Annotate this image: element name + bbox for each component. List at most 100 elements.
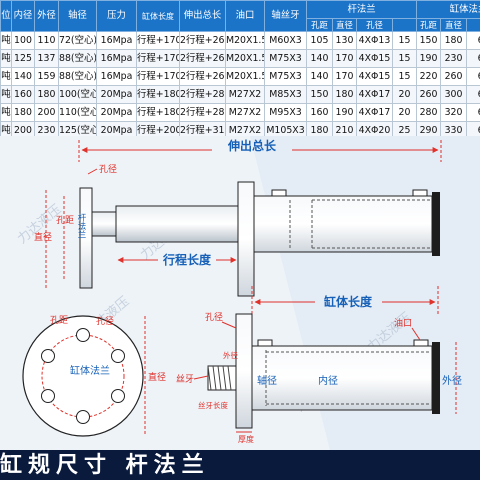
header-thread: 轴丝牙	[264, 0, 307, 32]
cell-rf-hole: 150	[306, 85, 333, 104]
cell-cf-bore: 6XΦ19	[466, 103, 480, 122]
cell-rf-hole: 180	[306, 121, 333, 140]
cell-inner: 160	[11, 85, 35, 104]
header-cf-dia: 直径	[440, 18, 468, 32]
cell-thread: M85X3	[264, 85, 307, 104]
outer-label-right: 外径	[442, 374, 462, 387]
rod-flange-label: 杆法兰	[76, 212, 86, 238]
cell-rf-hole: 105	[306, 31, 333, 50]
cell-rf-bore: 4XΦ15	[356, 67, 393, 86]
cell-cf-bore: 6XΦ17	[466, 49, 480, 68]
bolt-hole-4	[76, 410, 90, 424]
cell-cf-dia: 260	[440, 67, 468, 86]
section-hole-dia-leader	[221, 321, 237, 329]
header-ext-len: 伸出总长	[179, 0, 226, 32]
cell-thread: M60X3	[264, 31, 307, 50]
cell-outer: 200	[34, 103, 59, 122]
thread-len-label: 丝牙长度	[198, 400, 228, 410]
thread-hatching	[207, 365, 232, 391]
port-boss-2	[412, 189, 428, 197]
top-hole-dia-leader	[87, 168, 98, 175]
header-rod: 轴径	[58, 0, 97, 32]
cell-pressure: 16Mpa	[96, 49, 137, 68]
thread-stub	[207, 365, 237, 391]
cell-inner: 100	[11, 31, 35, 50]
cell-cf-dia: 320	[440, 103, 468, 122]
cyl-flange-label-line1: 缸体法兰	[70, 364, 110, 377]
extended-cylinder-view: 伸出总长 孔径 直径	[34, 138, 442, 297]
cell-rod: 125(空心)	[58, 121, 97, 140]
cell-port: M27X2	[225, 85, 265, 104]
header-port: 油口	[225, 0, 265, 32]
cell-ext-len: 2行程+285	[179, 85, 226, 104]
cell-ext-len: 2行程+265	[179, 31, 226, 50]
cell-ext-len: 2行程+265	[179, 49, 226, 68]
cell-thread: M75X3	[264, 67, 307, 86]
cell-cf-hole: 260	[416, 85, 442, 104]
cell-rf-hole: 160	[306, 103, 333, 122]
top-hole-dist-label: 孔距	[56, 215, 74, 226]
header-rf-hole: 孔距	[306, 18, 333, 32]
spec-table-panel: 位 内径 外径 轴径 压力 缸体长度 伸出总长 油口 轴丝牙 杆法兰 缸体法兰 …	[0, 0, 480, 140]
cell-cf-hole: 280	[416, 103, 442, 122]
cell-rf-thick: 20	[391, 103, 418, 122]
cell-rf-bore: 4XΦ17	[356, 85, 393, 104]
cell-rod: 100(空心)	[58, 85, 97, 104]
header-pressure: 压力	[96, 0, 137, 32]
section-port-boss-1	[257, 339, 273, 347]
cell-c0: 吨	[0, 49, 12, 68]
cell-cf-hole: 290	[416, 121, 442, 140]
cell-rf-dia: 210	[332, 121, 357, 140]
cell-inner: 140	[11, 67, 35, 86]
cell-inner: 180	[11, 103, 35, 122]
cyl-len-label: 缸体长度	[324, 294, 373, 309]
cell-cf-dia: 230	[440, 49, 468, 68]
cell-pressure: 20Mpa	[96, 103, 137, 122]
cell-rf-dia: 190	[332, 103, 357, 122]
cell-cyl-len: 行程+170	[136, 31, 180, 50]
section-hole-dia-label: 孔径	[205, 311, 223, 323]
cell-port: M27X2	[225, 103, 265, 122]
cell-ext-len: 2行程+310	[179, 121, 226, 140]
footer-banner: 缸规尺寸 杆法兰	[0, 450, 480, 480]
cell-thread: M75X3	[264, 49, 307, 68]
cell-cf-bore: 6XΦ17	[466, 67, 480, 86]
cell-port: M27X2	[225, 121, 265, 140]
cylinder-body-section	[251, 345, 433, 411]
cell-rf-dia: 130	[332, 31, 357, 50]
cylinder-body-top	[253, 195, 433, 253]
cylinder-section-view: 缸体长度 轴径 内径 外径 油口 孔径	[176, 286, 462, 444]
cell-rf-thick: 20	[391, 85, 418, 104]
cell-c0: 吨	[0, 31, 12, 50]
rod-threaded-end	[91, 211, 117, 237]
cell-rf-bore: 4XΦ17	[356, 103, 393, 122]
header-rf-bore: 孔径	[356, 18, 393, 32]
cell-rod: 88(空心)	[58, 67, 97, 86]
cell-rod: 72(空心)	[58, 31, 97, 50]
thickness-label: 厚度	[238, 434, 254, 444]
cylinder-flange-plate-top	[237, 181, 255, 297]
header-cf-bore: 孔径	[466, 18, 480, 32]
cylinder-endcap-section	[432, 342, 440, 414]
cell-rf-thick: 15	[391, 49, 418, 68]
cell-rf-hole: 140	[306, 49, 333, 68]
table-row: 吨200230125(空心)20Mpa行程+2002行程+310M27X2M10…	[0, 121, 480, 140]
cell-c0: 吨	[0, 85, 12, 104]
piston-rod	[115, 205, 239, 243]
cell-c0: 吨	[0, 67, 12, 86]
port-label: 油口	[394, 317, 412, 329]
bolt-hole-2	[111, 349, 125, 363]
bolt-hole-6	[41, 349, 55, 363]
cell-c0: 吨	[0, 103, 12, 122]
header-rf-dia: 直径	[332, 18, 357, 32]
flange-front-view: 缸体法兰 孔距 孔径 直径	[22, 315, 166, 437]
cell-cf-hole: 190	[416, 49, 442, 68]
rod-flange-plate	[79, 187, 93, 289]
cell-outer: 137	[34, 49, 59, 68]
top-hole-dia-label: 孔径	[99, 163, 117, 175]
header-cf-hole: 孔距	[416, 18, 442, 32]
